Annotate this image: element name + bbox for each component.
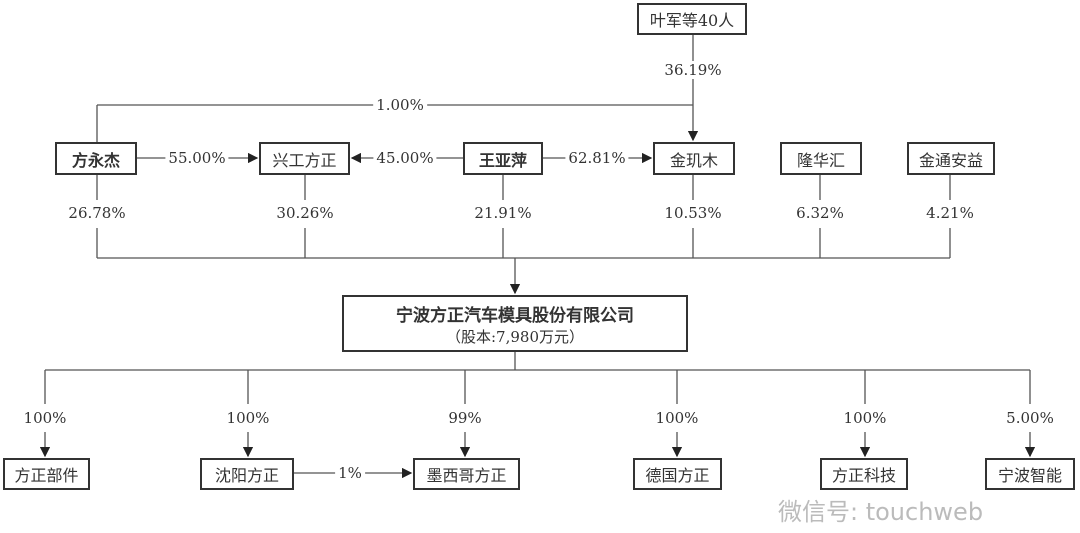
- cross-pct: 1.00%: [373, 96, 427, 114]
- link-pct: 45.00%: [373, 149, 437, 167]
- shareholder-box: 金通安益: [907, 142, 995, 175]
- subsidiary-box: 墨西哥方正: [413, 458, 520, 490]
- link-pct: 55.00%: [165, 149, 229, 167]
- sub-pct: 5.00%: [1003, 409, 1057, 427]
- subsidiary-box: 方正科技: [820, 458, 908, 490]
- company-capital: （股本:7,980万元）: [446, 327, 584, 346]
- shareholder-box: 隆华汇: [780, 142, 862, 175]
- subsidiary-box: 宁波智能: [985, 458, 1075, 490]
- stake-pct: 21.91%: [471, 204, 535, 222]
- shareholder-group-box: 叶军等40人: [637, 3, 747, 35]
- stake-pct: 26.78%: [65, 204, 129, 222]
- watermark: 微信号: touchweb: [778, 498, 984, 526]
- shareholder-box: 王亚萍: [463, 142, 543, 175]
- subsidiary-box: 德国方正: [633, 458, 722, 490]
- shareholder-box: 方永杰: [55, 142, 137, 175]
- sub-pct: 100%: [840, 409, 890, 427]
- company-name: 宁波方正汽车模具股份有限公司: [396, 305, 634, 326]
- company-box: 宁波方正汽车模具股份有限公司 （股本:7,980万元）: [342, 295, 688, 352]
- sub-pct: 100%: [652, 409, 702, 427]
- group-pct: 36.19%: [661, 61, 725, 79]
- sub-pct: 100%: [20, 409, 70, 427]
- link-pct: 62.81%: [565, 149, 629, 167]
- stake-pct: 10.53%: [661, 204, 725, 222]
- stake-pct: 6.32%: [793, 204, 847, 222]
- link-pct: 1%: [335, 464, 365, 482]
- shareholder-box: 金玑木: [653, 142, 735, 175]
- subsidiary-box: 方正部件: [3, 458, 90, 490]
- stake-pct: 30.26%: [273, 204, 337, 222]
- sub-pct: 99%: [445, 409, 485, 427]
- shareholder-box: 兴工方正: [259, 142, 350, 175]
- subsidiary-box: 沈阳方正: [200, 458, 294, 490]
- sub-pct: 100%: [223, 409, 273, 427]
- stake-pct: 4.21%: [923, 204, 977, 222]
